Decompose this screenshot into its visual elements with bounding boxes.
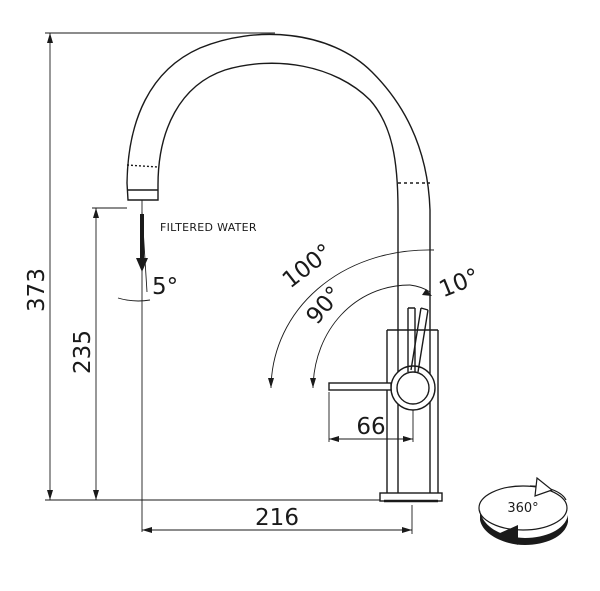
arrow-90-start [310,378,316,388]
arrow-235-top [93,208,99,218]
arrow-heads [47,33,432,533]
arrow-216-right [402,527,412,533]
label-216: 216 [255,505,299,531]
water-flow-arrow [136,258,148,272]
rotation-band [480,510,568,545]
arc-90-deg [312,284,411,389]
rotation-ellipse-outer [478,485,568,531]
label-5-deg: 5° [152,274,178,300]
rotation-arrow-head-right [534,476,554,497]
label-373: 373 [24,268,50,312]
rotation-arrow-head-left [500,525,518,545]
arrow-66-left [329,436,339,442]
arc-100-deg [270,249,435,389]
spout-inner-curve [157,62,399,500]
handle-lever-horizontal [328,382,392,391]
arrow-100-start [268,378,274,388]
arrow-235-bottom [93,490,99,500]
spout-aerator [126,182,159,201]
handle-lever-tilted [410,307,429,373]
label-10-deg: 10° [436,264,484,303]
handle-lever-upright [407,307,416,372]
arc-10-deg [409,284,431,293]
swivel-rotation-arrow-icon: 360° [478,476,568,545]
label-filtered-water: FILTERED WATER [160,221,257,234]
arc-5-deg [117,297,151,302]
arrow-373-bottom [47,490,53,500]
label-90-deg: 90° [302,282,348,330]
aerator-band [126,164,159,168]
label-360: 360° [507,501,538,516]
arrow-10-end [422,289,432,296]
spout-outer-curve [126,33,431,500]
label-235: 235 [70,330,96,374]
water-flow-shaft [140,214,144,258]
rotation-arrow-top [529,485,567,501]
arrow-66-right [403,436,413,442]
label-66: 66 [356,414,385,440]
arrow-216-left [142,527,152,533]
arrow-373-top [47,33,53,43]
handle-hub-inner [396,371,430,405]
